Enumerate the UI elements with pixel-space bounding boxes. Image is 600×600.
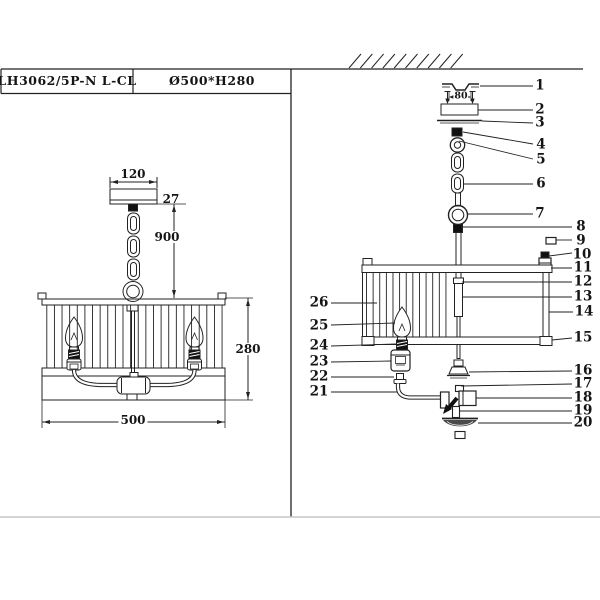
- central-rod: [447, 232, 470, 379]
- bottom-dish: [442, 417, 478, 440]
- arm-hub-assembly: [439, 384, 477, 419]
- callout-6: 6: [536, 175, 546, 192]
- canopy-part: [440, 103, 479, 116]
- arms-and-hub: [71, 369, 197, 401]
- callout-24: 24: [309, 337, 329, 354]
- dim-mount-hole-spacing: 80: [453, 90, 469, 102]
- callout-1: 1: [535, 77, 545, 94]
- callout-14: 14: [574, 303, 594, 320]
- callout-7: 7: [535, 205, 545, 222]
- drum-shade-front: [37, 292, 227, 401]
- size-spec: Ø500*H280: [169, 72, 255, 88]
- small-clip: [545, 236, 557, 245]
- callout-9: 9: [576, 232, 586, 249]
- callout-16: 16: [573, 362, 593, 379]
- callout-8: 8: [576, 218, 586, 235]
- callout-13: 13: [573, 288, 593, 305]
- dim-120-lines: [109, 177, 158, 188]
- callout-17: 17: [573, 375, 593, 392]
- suspension-chain: [122, 203, 144, 302]
- candle-bulb-left: [64, 316, 84, 371]
- callout-3: 3: [535, 114, 545, 131]
- hanging-ring: [447, 204, 469, 233]
- callout-2: 2: [535, 101, 545, 118]
- dim-diameter: 500: [118, 413, 148, 427]
- callout-25: 25: [309, 317, 329, 334]
- callout-5: 5: [536, 151, 546, 168]
- dim-body-height: 280: [233, 342, 263, 356]
- shade-frame: [361, 258, 553, 346]
- cover-plate: [437, 119, 482, 124]
- dim-canopy-width: 120: [120, 167, 146, 181]
- callout-4: 4: [536, 136, 546, 153]
- callout-26: 26: [309, 294, 329, 311]
- chain-connector: [449, 127, 466, 153]
- callout-20: 20: [573, 414, 593, 431]
- callout-22: 22: [309, 368, 329, 385]
- sheet-frame: [0, 68, 600, 518]
- dim-900-lines: [172, 204, 176, 298]
- exploded-parts-view: [330, 83, 573, 440]
- bulb-socket-assembly: [390, 306, 412, 384]
- callout-19: 19: [573, 402, 593, 419]
- callout-15: 15: [573, 329, 593, 346]
- leader-lines: [330, 85, 573, 424]
- ceiling-hatching: [348, 53, 464, 69]
- callout-12: 12: [573, 273, 593, 290]
- callout-21: 21: [309, 383, 329, 400]
- chain-links: [451, 152, 464, 207]
- callout-18: 18: [573, 389, 593, 406]
- curved-arm: [395, 383, 443, 400]
- callout-23: 23: [309, 353, 329, 370]
- dim-canopy-height: 27: [162, 192, 180, 206]
- model-number: LH3062/5P-N L-CL: [0, 72, 137, 88]
- callout-11: 11: [573, 259, 593, 276]
- left-elevation-view: [37, 177, 253, 428]
- candle-bulb-right: [185, 316, 204, 371]
- callout-10: 10: [572, 246, 592, 263]
- dim-suspension-height: 900: [152, 230, 182, 244]
